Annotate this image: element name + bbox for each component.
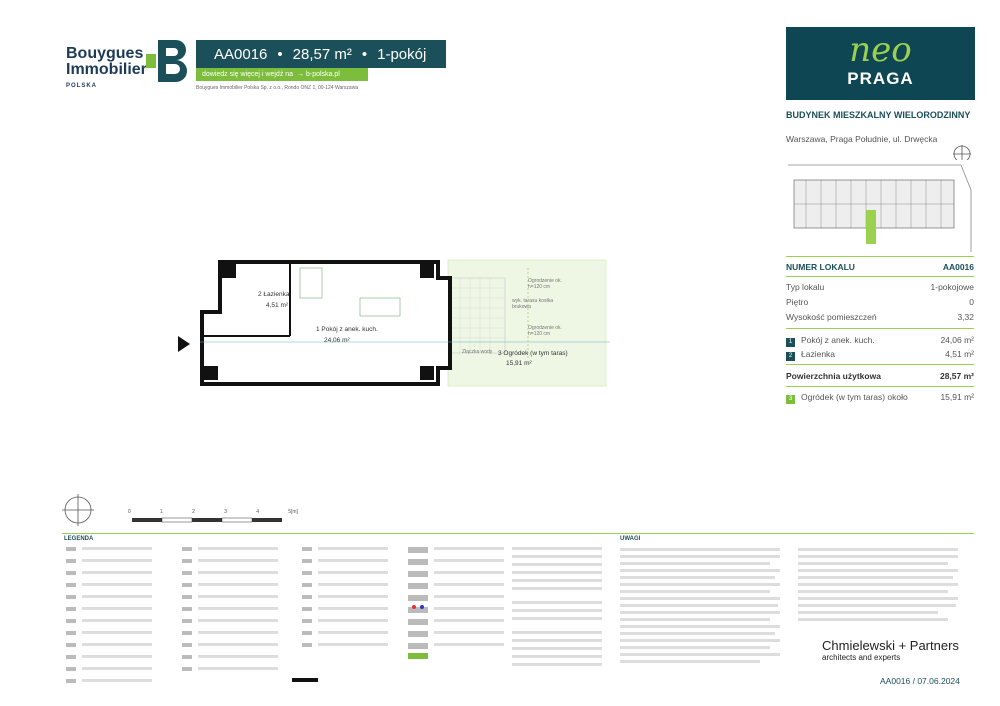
promo-link[interactable]: → b-polska.pl xyxy=(297,71,340,78)
brand-logo-text: Bouygues Immobilier POLSKA xyxy=(66,46,147,94)
project-script: neo xyxy=(849,30,912,70)
unit-rooms: 1-pokój xyxy=(377,45,427,63)
company-address: Bouygues Immobilier Polska Sp. z o.o., R… xyxy=(196,85,359,91)
unit-area: 28,57 m² xyxy=(292,45,352,63)
project-location: Warszawa, Praga Południe, ul. Drwęcka xyxy=(786,134,938,144)
project-logo: neo PRAGA xyxy=(786,27,975,100)
legend-title: LEGENDA xyxy=(64,536,94,542)
document-code-date: AA0016 / 07.06.2024 xyxy=(880,676,960,686)
promo-bar[interactable]: dowiedz się więcej i wejdź na → b-polska… xyxy=(196,68,368,81)
brand-line1: Bouygues xyxy=(66,45,144,62)
unit-number-row: NUMER LOKALU AA0016 xyxy=(786,262,974,272)
brand-line3: POLSKA xyxy=(66,83,98,89)
unit-code: AA0016 xyxy=(214,45,268,63)
project-subtitle: BUDYNEK MIESZKALNY WIELORODZINNY xyxy=(786,110,971,120)
scale-compass xyxy=(62,494,282,526)
site-plan xyxy=(786,160,976,252)
brand-b-icon xyxy=(146,40,187,82)
scale-labels: 0 1 2 3 4 5[m] xyxy=(128,509,298,515)
legend-symbols xyxy=(66,547,602,683)
unit-header-bar: AA0016 • 28,57 m² • 1-pokój xyxy=(196,40,446,68)
project-name: PRAGA xyxy=(847,69,914,88)
legend-divider xyxy=(62,533,974,534)
notes-text-block xyxy=(620,548,958,663)
floor-plan xyxy=(178,259,610,387)
unit-number: AA0016 xyxy=(942,262,974,272)
architect-logo: Chmielewski + Partners architects and ex… xyxy=(822,638,959,662)
notes-title: UWAGI xyxy=(620,536,641,542)
brand-line2: Immobilier xyxy=(66,61,147,78)
